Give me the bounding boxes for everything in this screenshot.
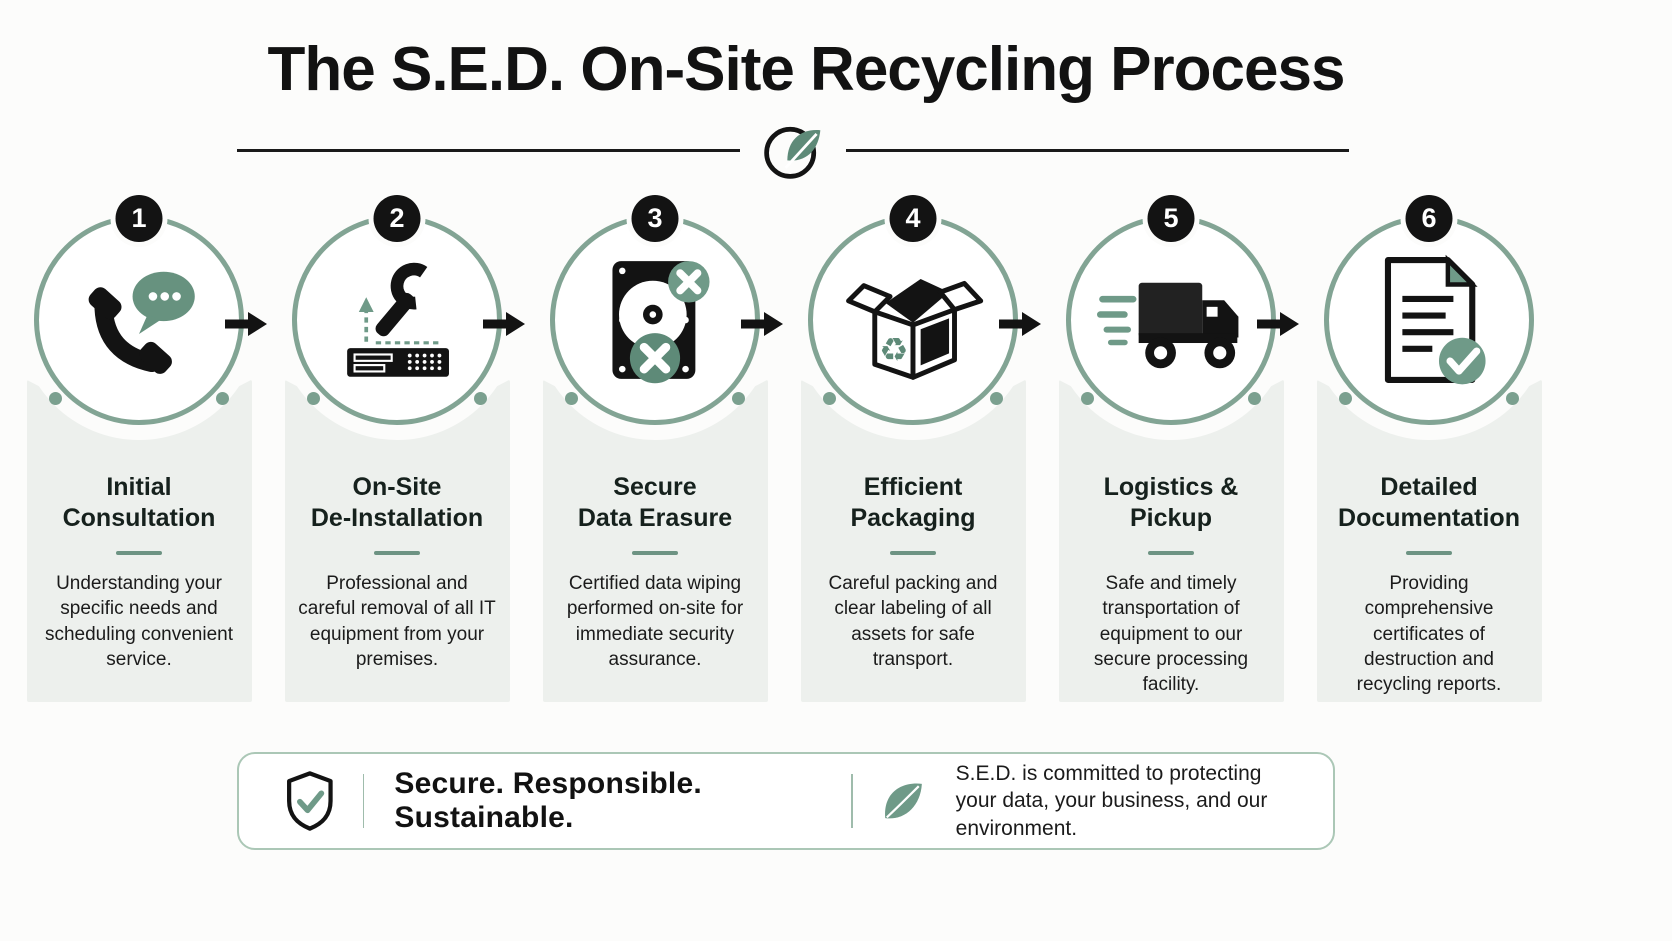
step-description: Providing comprehensive certificates of … bbox=[1356, 573, 1502, 696]
step-description: Safe and timely transportation of equipm… bbox=[1093, 573, 1249, 696]
step-card: Logistics & Pickup Safe and timely trans… bbox=[1058, 380, 1284, 702]
step-card: Efficient Packaging Careful packing and … bbox=[800, 380, 1026, 702]
step-number-badge: 5 bbox=[1147, 195, 1195, 242]
truck-icon bbox=[1097, 282, 1239, 369]
step-title: Initial Consultation bbox=[62, 473, 216, 532]
step-number-badge: 6 bbox=[1405, 195, 1453, 242]
ring-dot bbox=[216, 392, 229, 405]
phone-chat-icon bbox=[88, 271, 195, 374]
step-circle bbox=[1066, 215, 1276, 425]
step-title: Detailed Documentation bbox=[1338, 473, 1520, 532]
ring-dot bbox=[1248, 392, 1261, 405]
process-step-6: 6 Detailed Documentation Providing co bbox=[1300, 195, 1558, 702]
title-divider bbox=[632, 551, 678, 555]
step-card: On-Site De-Installation Professional and… bbox=[284, 380, 510, 702]
step-description: Certified data wiping performed on-site … bbox=[566, 573, 744, 670]
process-step-3: 3 bbox=[526, 195, 784, 702]
page-title: The S.E.D. On-Site Recycling Process bbox=[267, 35, 1346, 104]
document-check-icon bbox=[1384, 254, 1486, 385]
divider-line-left bbox=[237, 148, 740, 152]
header-divider bbox=[237, 122, 1349, 179]
arrow-right-icon bbox=[739, 309, 783, 344]
title-divider bbox=[890, 551, 936, 555]
recycle-box-icon: ♻ bbox=[846, 279, 984, 380]
banner-divider bbox=[362, 774, 365, 828]
process-step-4: 4 ♻ Efficient Packaging Ca bbox=[784, 195, 1042, 702]
step-description: Careful packing and clear labeling of al… bbox=[828, 573, 998, 670]
step-description: Understanding your specific needs and sc… bbox=[44, 573, 234, 670]
step-circle: ♻ bbox=[808, 215, 1018, 425]
step-card: Detailed Documentation Providing compreh… bbox=[1316, 380, 1542, 702]
step-card: Secure Data Erasure Certified data wipin… bbox=[542, 380, 768, 702]
title-divider bbox=[374, 551, 420, 555]
title-divider bbox=[1148, 551, 1194, 555]
footer-banner: Secure. Responsible. Sustainable. S.E.D.… bbox=[237, 752, 1335, 850]
step-title: Efficient Packaging bbox=[850, 473, 976, 532]
shield-check-icon bbox=[287, 771, 333, 831]
step-title: Logistics & Pickup bbox=[1103, 473, 1239, 532]
ring-dot bbox=[823, 392, 836, 405]
banner-message: S.E.D. is committed to protecting your d… bbox=[955, 762, 1268, 840]
banner-tagline: Secure. Responsible. Sustainable. bbox=[394, 767, 702, 834]
step-number-badge: 3 bbox=[631, 195, 679, 242]
title-divider bbox=[116, 551, 162, 555]
process-steps-row: 1 Initial Consultation Understanding bbox=[0, 195, 1620, 702]
ring-dot bbox=[474, 392, 487, 405]
arrow-right-icon bbox=[223, 309, 267, 344]
step-number-badge: 4 bbox=[889, 195, 937, 242]
ring-dot bbox=[990, 392, 1003, 405]
step-title: On-Site De-Installation bbox=[310, 473, 484, 532]
step-circle bbox=[34, 215, 244, 425]
ring-dot bbox=[307, 392, 320, 405]
leaf-icon bbox=[884, 783, 922, 819]
ring-dot bbox=[732, 392, 745, 405]
step-description: Professional and careful removal of all … bbox=[298, 573, 496, 670]
arrow-right-icon bbox=[997, 309, 1041, 344]
leaf-circle-logo-icon bbox=[760, 117, 826, 183]
svg-text:♻: ♻ bbox=[879, 331, 908, 369]
divider-line-right bbox=[846, 148, 1349, 152]
ring-dot bbox=[1506, 392, 1519, 405]
title-divider bbox=[1406, 551, 1452, 555]
process-step-1: 1 Initial Consultation Understanding bbox=[10, 195, 268, 702]
ring-dot bbox=[49, 392, 62, 405]
step-card: Initial Consultation Understanding your … bbox=[26, 380, 252, 702]
step-number-badge: 1 bbox=[115, 195, 163, 242]
banner-divider bbox=[851, 774, 853, 828]
step-number-badge: 2 bbox=[373, 195, 421, 242]
arrow-right-icon bbox=[1255, 309, 1299, 344]
arrow-right-icon bbox=[481, 309, 525, 344]
ring-dot bbox=[565, 392, 578, 405]
step-title: Secure Data Erasure bbox=[577, 473, 733, 532]
ring-dot bbox=[1339, 392, 1352, 405]
ring-dot bbox=[1081, 392, 1094, 405]
wrench-server-icon bbox=[347, 262, 449, 377]
process-step-2: 2 bbox=[268, 195, 526, 702]
step-circle bbox=[550, 215, 760, 425]
step-circle bbox=[292, 215, 502, 425]
step-circle bbox=[1324, 215, 1534, 425]
hard-drive-erase-icon bbox=[612, 261, 710, 384]
process-step-5: 5 Log bbox=[1042, 195, 1300, 702]
